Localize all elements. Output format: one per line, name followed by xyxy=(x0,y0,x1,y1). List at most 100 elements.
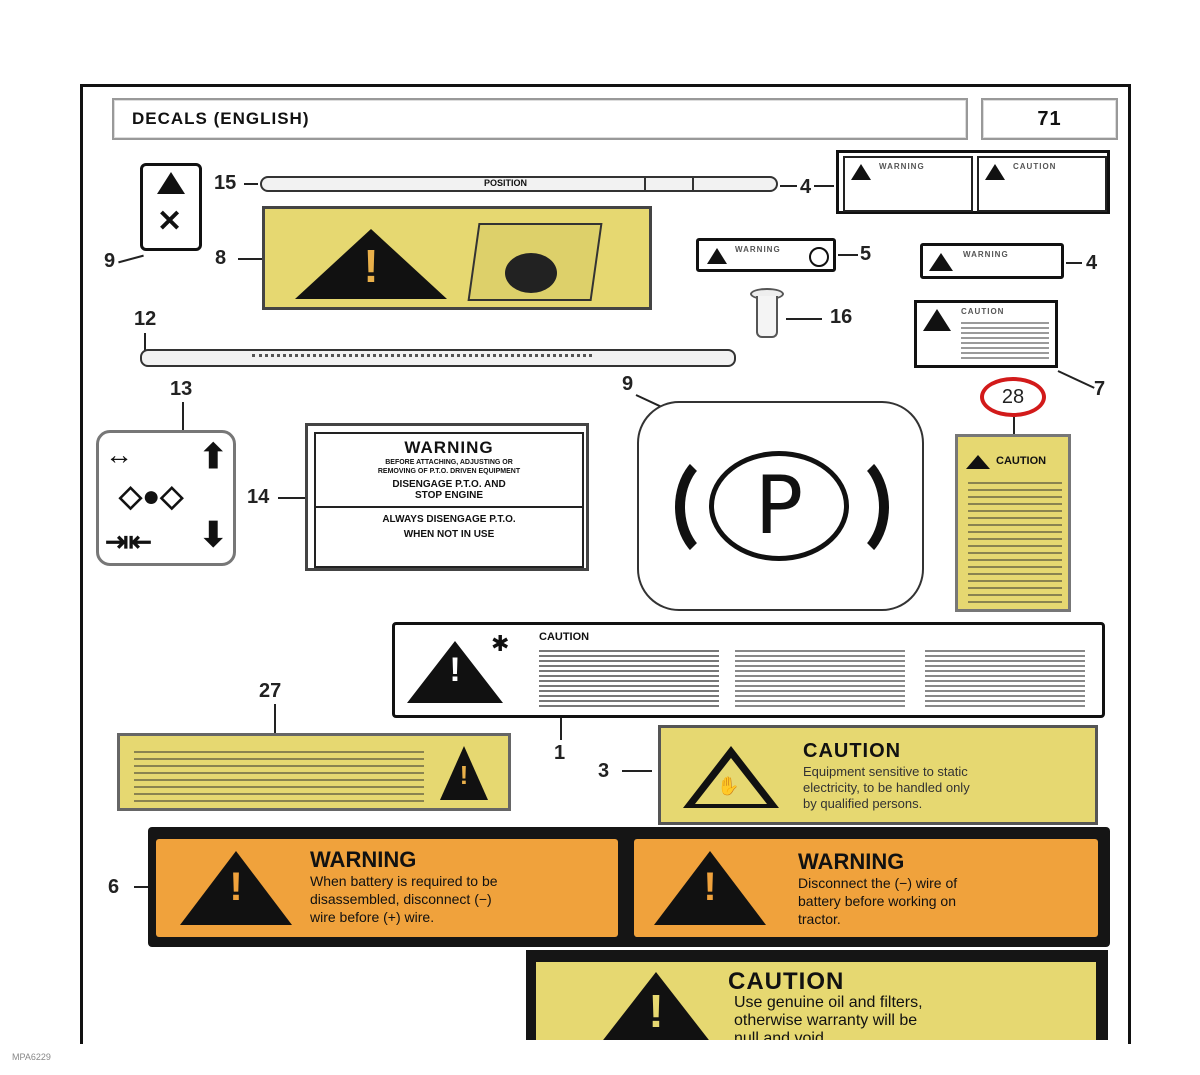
decal-text-col-2 xyxy=(735,647,905,709)
decal-text-block xyxy=(968,477,1062,603)
decal-heading: WARNING xyxy=(879,162,925,171)
callout-14: 14 xyxy=(247,486,270,508)
exclamation-icon: ! xyxy=(459,760,469,790)
decal-9-parking-brake: P xyxy=(637,401,924,611)
brake-arc-left-icon xyxy=(675,449,765,565)
decal-line: When battery is required to be xyxy=(310,873,498,889)
callout-27: 27 xyxy=(259,680,282,702)
decal-line: STOP ENGINE xyxy=(415,490,483,501)
callout-13: 13 xyxy=(170,378,193,400)
leader-line xyxy=(144,333,146,351)
decal-line: Disconnect the (−) wire of xyxy=(798,875,958,891)
callout-9-top: 9 xyxy=(104,250,116,272)
decal-27: ! xyxy=(117,733,511,811)
leader-line xyxy=(238,258,262,260)
decal-heading: WARNING xyxy=(404,438,494,457)
decal-28: CAUTION xyxy=(955,434,1071,612)
decal-6b: ! WARNING Disconnect the (−) wire of bat… xyxy=(634,839,1098,937)
plug-body xyxy=(756,296,778,338)
callout-16: 16 xyxy=(830,306,853,328)
warning-triangle-icon xyxy=(157,172,185,194)
leader-line xyxy=(134,886,148,888)
exclamation-icon: ! xyxy=(648,985,664,1037)
decal-heading: CAUTION xyxy=(539,631,590,643)
decal-5: WARNING xyxy=(696,238,836,272)
esd-hand-triangle-icon: ✋ xyxy=(683,746,779,808)
decal-heading: CAUTION xyxy=(996,455,1047,467)
decal-heading: WARNING xyxy=(310,847,417,872)
decal-bottom-caution: ! CAUTION Use genuine oil and filters, o… xyxy=(526,950,1108,1040)
warning-triangle-icon xyxy=(707,248,727,264)
strip-marks xyxy=(252,354,592,359)
decal-line: BEFORE ATTACHING, ADJUSTING OR xyxy=(385,459,513,466)
decal-line: otherwise warranty will be xyxy=(734,1012,918,1029)
decal-line: REMOVING OF P.T.O. DRIVEN EQUIPMENT xyxy=(377,468,521,475)
leader-line xyxy=(182,402,184,430)
linkage-icon: ◇●◇ xyxy=(119,480,184,513)
page-title-box: DECALS (ENGLISH) xyxy=(112,98,968,140)
decal-15-strip: POSITION xyxy=(260,176,778,192)
warning-triangle-icon xyxy=(966,455,990,469)
warning-triangle-icon xyxy=(407,641,503,703)
strip-divider xyxy=(692,178,694,190)
down-arrow-icon: ⬇ xyxy=(199,516,228,554)
exclamation-icon: ! xyxy=(229,865,243,909)
callout-1: 1 xyxy=(554,742,566,764)
decal-text-block xyxy=(961,319,1049,361)
parking-symbol: P xyxy=(754,459,804,552)
hand-icon xyxy=(505,253,557,293)
decal-14-pto-warning: WARNING BEFORE ATTACHING, ADJUSTING OR R… xyxy=(305,423,589,571)
callout-12: 12 xyxy=(134,308,157,330)
figure-code: MPA6229 xyxy=(12,1052,51,1062)
decal-7: CAUTION xyxy=(914,300,1058,368)
decal-13-controls: ↔ ⬆ ◇●◇ ⇥⇤ ⬇ xyxy=(96,430,236,566)
decal-1: ! ✱ CAUTION xyxy=(392,622,1105,718)
callout-3: 3 xyxy=(598,760,610,782)
decal-line: electricity, to be handled only xyxy=(803,780,970,795)
leader-line xyxy=(274,704,276,734)
decal-top-b: CAUTION xyxy=(977,156,1107,212)
leader-line xyxy=(1066,262,1082,264)
decal-4: WARNING xyxy=(920,243,1064,279)
decal-14-inner: WARNING BEFORE ATTACHING, ADJUSTING OR R… xyxy=(314,432,584,568)
decal-line: ALWAYS DISENGAGE P.T.O. xyxy=(382,514,516,525)
leader-line xyxy=(560,718,562,740)
decal-text-block xyxy=(134,746,424,802)
decal-line: DISENGAGE P.T.O. AND xyxy=(392,479,506,490)
exclamation-icon: ! xyxy=(703,865,717,909)
compress-arrow-icon: ⇥⇤ xyxy=(105,526,152,557)
callout-7: 7 xyxy=(1094,378,1106,400)
strip-divider xyxy=(644,178,646,190)
up-arrow-icon: ⬆ xyxy=(199,438,228,476)
entanglement-icon: ✱ xyxy=(491,631,510,656)
decal-text-col-1 xyxy=(539,647,719,709)
warning-triangle-icon xyxy=(654,851,766,925)
warning-triangle-icon xyxy=(440,746,488,800)
page-number-box: 71 xyxy=(981,98,1118,140)
warning-triangle-icon xyxy=(586,972,726,1040)
decal-heading: WARNING xyxy=(963,250,1009,259)
triangle-inner xyxy=(695,758,767,804)
decal-3-static-caution: ✋ CAUTION Equipment sensitive to static … xyxy=(658,725,1098,825)
decal-divider xyxy=(316,506,582,508)
warning-triangle-icon xyxy=(985,164,1005,180)
decal-heading: CAUTION xyxy=(803,740,902,762)
decal-top-a: WARNING xyxy=(843,156,973,212)
warning-triangle-icon xyxy=(851,164,871,180)
decal-6-pair: ! WARNING When battery is required to be… xyxy=(148,827,1110,947)
decal-8-read-manual: ! xyxy=(262,206,652,310)
decal-heading: WARNING xyxy=(735,245,781,254)
leader-line xyxy=(838,254,858,256)
warning-triangle-icon xyxy=(180,851,292,925)
callout-15: 15 xyxy=(214,172,237,194)
brake-arc-right-icon xyxy=(799,449,889,565)
callout-28: 28 xyxy=(1001,385,1025,408)
callout-5: 5 xyxy=(860,243,872,265)
decal-line: by qualified persons. xyxy=(803,796,923,811)
page-title: DECALS (ENGLISH) xyxy=(132,109,310,128)
decal-line: tractor. xyxy=(798,911,841,927)
decal-line: disassembled, disconnect (−) xyxy=(310,891,492,907)
callout-6: 6 xyxy=(108,876,120,898)
callout-8: 8 xyxy=(215,247,227,269)
decal-9-small: ✕ xyxy=(140,163,202,251)
